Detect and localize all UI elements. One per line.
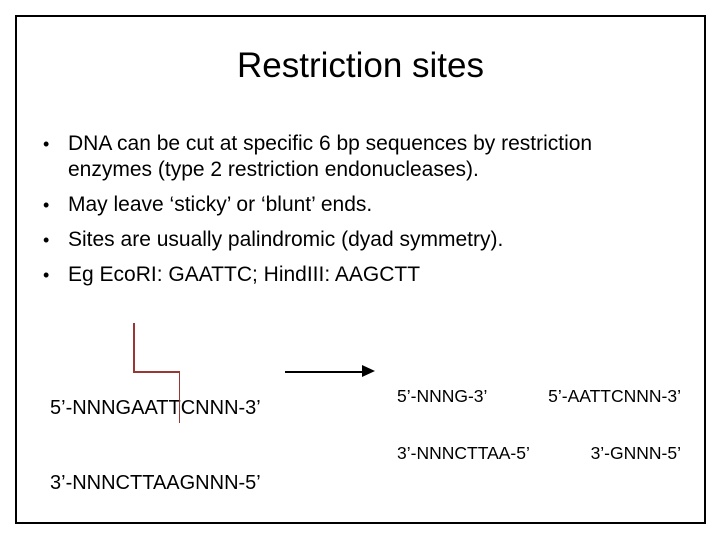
- dna-fragment-left: 5’-NNNG-3’ 3’-NNNCTTAA-5’: [397, 349, 530, 501]
- cut-line-bottom-vertical: [178, 371, 180, 423]
- right-fragment-bottom-strand: 3’-GNNN-5’: [590, 443, 681, 463]
- bullet-text: Eg EcoRI: GAATTC; HindIII: AAGCTT: [68, 263, 421, 286]
- bullet-icon: •: [43, 265, 50, 285]
- bullet-icon: •: [43, 195, 50, 215]
- slide-title: Restriction sites: [236, 46, 485, 85]
- bullet-icon: •: [43, 134, 50, 154]
- left-fragment-top-strand: 5’-NNNG-3’: [397, 386, 488, 406]
- right-arrow-icon: [285, 370, 364, 373]
- cut-line-horizontal: [133, 371, 180, 373]
- right-fragment-top-strand: 5’-AATTCNNN-3’: [548, 386, 681, 406]
- slide-border: [15, 15, 706, 524]
- bullet-text: May leave ‘sticky’ or ‘blunt’ ends.: [68, 193, 373, 216]
- bullet-item: • Eg EcoRI: GAATTC; HindIII: AAGCTT: [40, 262, 662, 288]
- left-fragment-bottom-strand: 3’-NNNCTTAA-5’: [397, 443, 530, 463]
- uncut-top-strand: 5’-NNNGAATTCNNN-3’: [50, 397, 261, 419]
- bullet-icon: •: [43, 230, 50, 250]
- bullet-list: • DNA can be cut at specific 6 bp sequen…: [40, 131, 662, 297]
- dna-fragment-right: 5’-AATTCNNN-3’ 3’-GNNN-5’: [548, 349, 681, 501]
- bullet-text: Sites are usually palindromic (dyad symm…: [68, 228, 504, 251]
- dna-sequence-uncut: 5’-NNNGAATTCNNN-3’ 3’-NNNCTTAAGNNN-5’: [50, 346, 261, 540]
- uncut-bottom-strand: 3’-NNNCTTAAGNNN-5’: [50, 472, 261, 494]
- cut-line-top-vertical: [133, 323, 135, 372]
- right-arrow-head-icon: [362, 365, 375, 377]
- bullet-item: • DNA can be cut at specific 6 bp sequen…: [40, 131, 662, 183]
- bullet-item: • Sites are usually palindromic (dyad sy…: [40, 227, 662, 253]
- bullet-text: DNA can be cut at specific 6 bp sequence…: [68, 132, 593, 181]
- bullet-item: • May leave ‘sticky’ or ‘blunt’ ends.: [40, 192, 662, 218]
